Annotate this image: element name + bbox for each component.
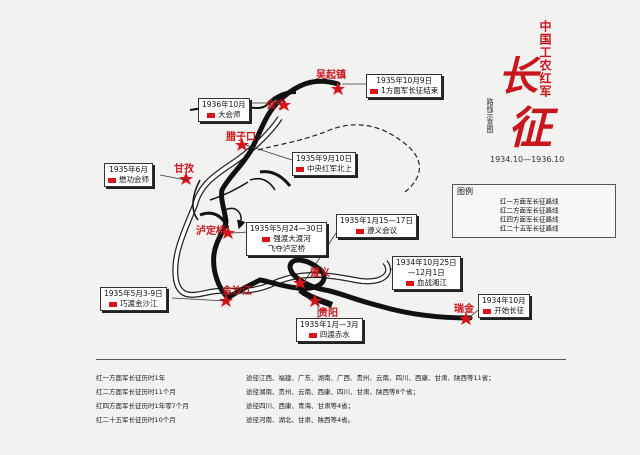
legend-item-1st-army: 红一方面军长征路线 (500, 197, 559, 206)
calligraphy-chang: 长 (498, 53, 538, 100)
place-jinshajiang: 金沙江 (222, 286, 252, 297)
star-lazikou (235, 138, 249, 151)
map-subtitle: 路线示意图 (486, 98, 494, 133)
place-ludingqiao: 泸定桥 (196, 226, 226, 237)
star-guiyang (308, 294, 322, 307)
date-range: 1934.10—1936.10 (490, 155, 565, 164)
place-ruijin: 瑞金 (454, 304, 474, 315)
event-lazikou: 1935年9月10日 中央红军北上 (292, 152, 356, 176)
flag-icon (108, 177, 116, 183)
event-wuqizhen: 1935年10月9日 1方面军长征结束 (366, 74, 443, 98)
event-zunyi: 1935年1月15—17日 遵义会议 (336, 214, 417, 238)
flag-icon (308, 332, 317, 338)
star-ganzi (179, 172, 193, 185)
event-xiangjiang: 1934年10月25日 —12月1日 血战湘江 (392, 256, 461, 290)
legend-title: 图例 (457, 187, 473, 196)
legend-item-2nd-army: 红二方面军长征路线 (500, 206, 559, 215)
place-star-markers (179, 82, 473, 325)
star-ruijin (459, 312, 473, 325)
flag-icon (109, 301, 118, 307)
stat-1-left: 红一方面军长征历时1年 (96, 374, 166, 382)
stat-3-right: 途径四川、西康、青海、甘肃等4省； (246, 402, 355, 410)
star-wuqizhen (331, 82, 345, 95)
route-1st-front-army (211, 78, 473, 321)
flag-icon (483, 308, 492, 314)
flag-icon (207, 112, 216, 118)
map-legend: 图例 红一方面军长征路线 红二方面军长征路线 红四方面军长征路线 红二十五军长征… (452, 184, 616, 238)
stat-3-left: 红四方面军长征历时1年零7个月 (96, 402, 189, 410)
event-huining: 1936年10月 大会师 (198, 98, 250, 122)
event-chishui: 1935年1月—3月 四渡赤水 (296, 318, 363, 342)
star-huining (277, 98, 291, 111)
flag-icon (370, 88, 378, 94)
flag-icon (355, 228, 364, 234)
map-title: 中国工农红军 (538, 20, 552, 98)
place-wuqizhen: 吴起镇 (316, 70, 346, 81)
callout-lines (159, 83, 479, 318)
star-jinsha (219, 294, 233, 307)
place-lazikou: 腊子口 (226, 132, 256, 143)
calligraphy-zheng: 征 (508, 103, 552, 154)
place-guiyang: 贵阳 (318, 308, 338, 319)
stat-4-right: 途径河南、湖北、甘肃、陕西等4省。 (246, 416, 355, 424)
place-zunyi: 遵义 (310, 268, 330, 279)
bottom-divider (96, 359, 566, 360)
route-25th-army (257, 124, 420, 193)
event-ruijin: 1934年10月 开始长征 (478, 294, 530, 318)
flag-icon (296, 166, 304, 172)
flag-icon (262, 236, 271, 242)
place-huining: 会宁 (266, 100, 286, 111)
star-zunyi (293, 276, 307, 289)
event-luding: 1935年5月24—30日 强渡大渡河 飞夺泸定桥 (246, 222, 327, 256)
event-jinsha: 1935年5月3-9日 巧渡金沙江 (100, 287, 167, 311)
star-luding (221, 226, 235, 239)
stat-2-right: 途径湖南、贵州、云南、西康、四川、甘肃、陕西等8个省； (246, 388, 420, 396)
legend-item-25th-army: 红二十五军长征路线 (500, 224, 559, 233)
stat-1-right: 途径江西、福建、广东、湖南、广西、贵州、云南、四川、西康、甘肃、陕西等11省； (246, 374, 495, 382)
route-4th-front-army (192, 178, 276, 225)
flag-icon (405, 280, 414, 286)
stat-2-left: 红二方面军长征历时11个月 (96, 388, 176, 396)
place-ganzi: 甘孜 (174, 164, 194, 175)
stat-4-left: 红二十五军长征历时10个月 (96, 416, 176, 424)
legend-item-4th-army: 红四方面军长征路线 (500, 215, 559, 224)
event-ganzi: 1935年6月 懋功会师 (104, 163, 153, 187)
